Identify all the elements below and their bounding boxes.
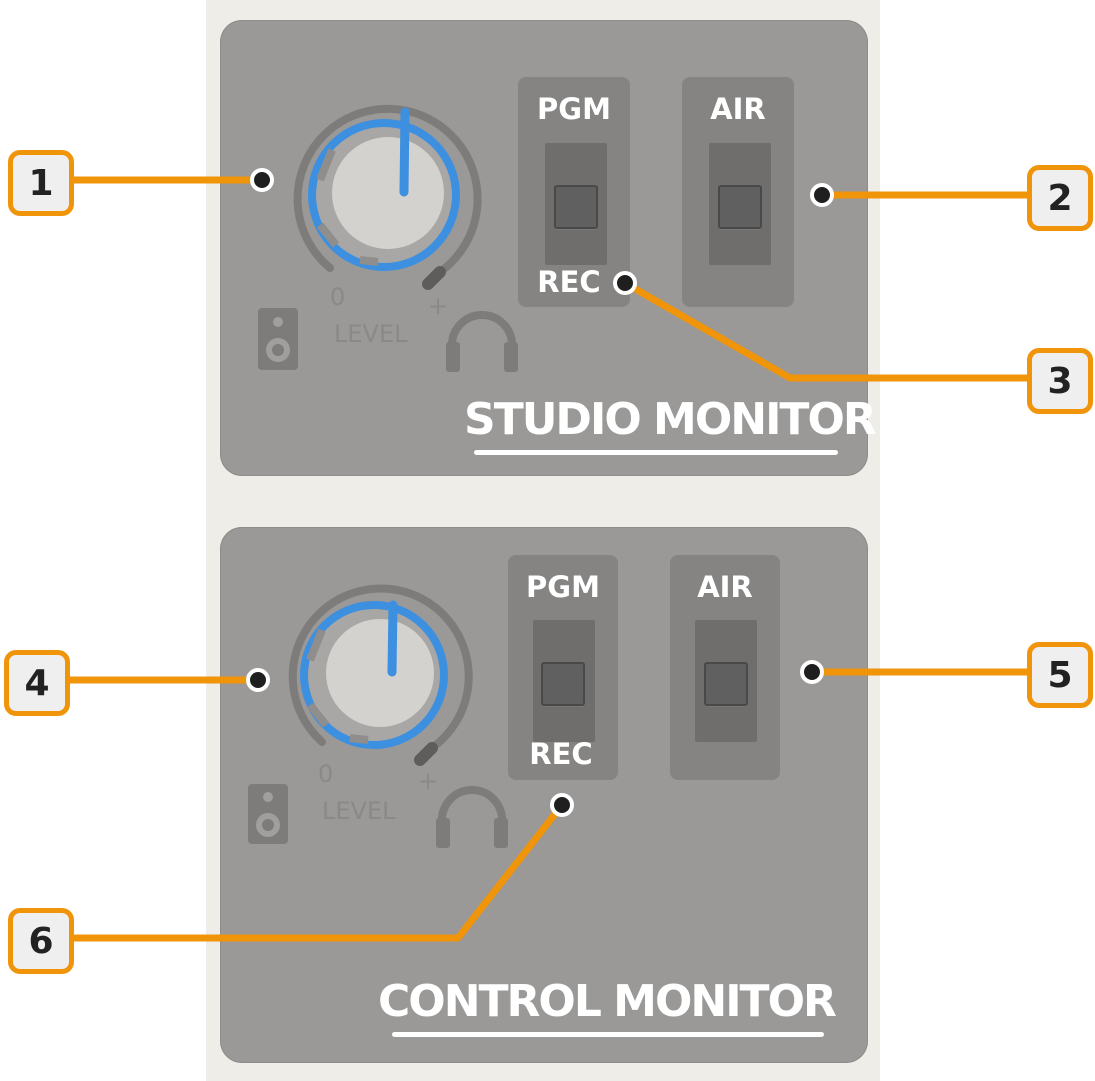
studio-level-arc [293, 104, 482, 276]
studio-level-min: 0 [330, 283, 346, 311]
callout-line-3 [623, 279, 1030, 382]
control-title-underline [392, 1032, 824, 1037]
control-monitor-title: CONTROL MONITOR [378, 976, 837, 1027]
callout-badge-4: 4 [4, 650, 70, 716]
studio-level-max: + [428, 292, 449, 320]
control-level-max: + [418, 767, 439, 795]
control-level-label: LEVEL [322, 797, 396, 825]
control-air-switch[interactable] [704, 662, 748, 706]
control-air-label: AIR [697, 570, 753, 604]
callout-anchor-1 [250, 168, 274, 192]
studio-level-knob[interactable] [308, 107, 460, 271]
control-pgm-label: PGM [526, 570, 600, 604]
control-rec-label: REC [529, 737, 593, 771]
control-level-arc [288, 584, 473, 752]
callout-anchor-5 [800, 660, 824, 684]
callout-anchor-3 [613, 271, 637, 295]
headphones-icon [446, 311, 518, 372]
callout-badge-5: 5 [1027, 642, 1093, 708]
callout-line-6 [70, 802, 565, 942]
callout-badge-2: 2 [1027, 165, 1093, 231]
studio-monitor-title: STUDIO MONITOR [464, 394, 877, 445]
callout-anchor-4 [246, 668, 270, 692]
studio-air-label: AIR [710, 92, 766, 126]
callout-badge-6: 6 [8, 908, 74, 974]
control-pgm-rec-switch[interactable] [541, 662, 585, 706]
callout-anchor-2 [810, 183, 834, 207]
studio-level-label: LEVEL [334, 320, 408, 348]
studio-pgm-label: PGM [537, 92, 611, 126]
headphones-icon [436, 786, 508, 848]
speaker-icon [248, 784, 288, 844]
callout-badge-1: 1 [8, 150, 74, 216]
studio-pgm-rec-switch[interactable] [554, 185, 598, 229]
control-level-min: 0 [318, 760, 334, 788]
control-level-knob[interactable] [300, 600, 448, 749]
speaker-icon [258, 308, 298, 370]
studio-rec-label: REC [537, 265, 601, 299]
callout-anchor-6 [550, 793, 574, 817]
studio-air-switch[interactable] [718, 185, 762, 229]
studio-title-underline [474, 450, 838, 455]
callout-badge-3: 3 [1027, 348, 1093, 414]
